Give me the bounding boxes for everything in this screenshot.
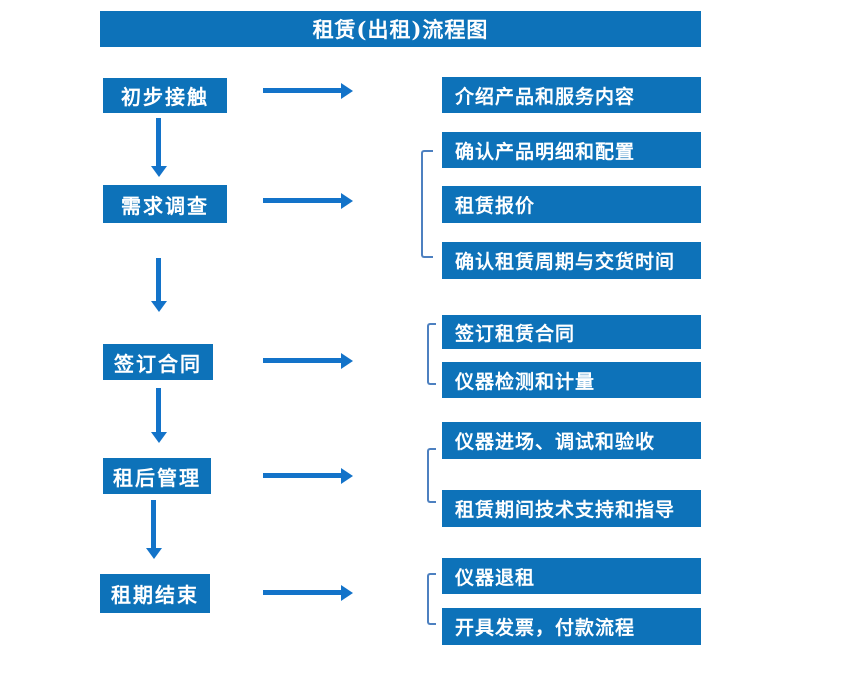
arrow-right-icon: [263, 358, 341, 363]
group-bracket-icon: [427, 573, 436, 625]
task-instrument-return: 仪器退租: [442, 558, 701, 594]
task-rental-quotation: 租赁报价: [442, 186, 701, 223]
arrow-down-icon: [156, 388, 161, 432]
arrow-down-icon: [156, 118, 161, 166]
step-demand-survey: 需求调查: [103, 185, 227, 223]
flowchart-title: 租赁(出租)流程图: [100, 11, 701, 47]
task-confirm-rental-period-delivery: 确认租赁周期与交货时间: [442, 242, 701, 279]
step-sign-contract: 签订合同: [103, 344, 213, 380]
task-confirm-product-details-config: 确认产品明细和配置: [442, 132, 701, 168]
arrow-down-icon: [151, 500, 156, 548]
arrow-right-icon: [263, 198, 341, 203]
group-bracket-icon: [427, 323, 436, 385]
group-bracket-icon: [427, 448, 436, 503]
task-instrument-entry-debug-acceptance: 仪器进场、调试和验收: [442, 422, 701, 459]
task-instrument-testing-metering: 仪器检测和计量: [442, 362, 701, 398]
step-rental-period-end: 租期结束: [100, 574, 210, 613]
step-post-rental-management: 租后管理: [103, 458, 211, 494]
arrow-down-icon: [156, 258, 161, 301]
task-sign-rental-contract: 签订租赁合同: [442, 315, 701, 349]
task-invoice-payment-process: 开具发票，付款流程: [442, 608, 701, 645]
group-bracket-icon: [421, 150, 433, 258]
task-introduce-products-services: 介绍产品和服务内容: [442, 77, 701, 113]
arrow-right-icon: [263, 473, 341, 478]
step-initial-contact: 初步接触: [103, 78, 227, 113]
arrow-right-icon: [263, 590, 341, 595]
task-rental-tech-support-guidance: 租赁期间技术支持和指导: [442, 490, 701, 527]
arrow-right-icon: [263, 88, 341, 93]
